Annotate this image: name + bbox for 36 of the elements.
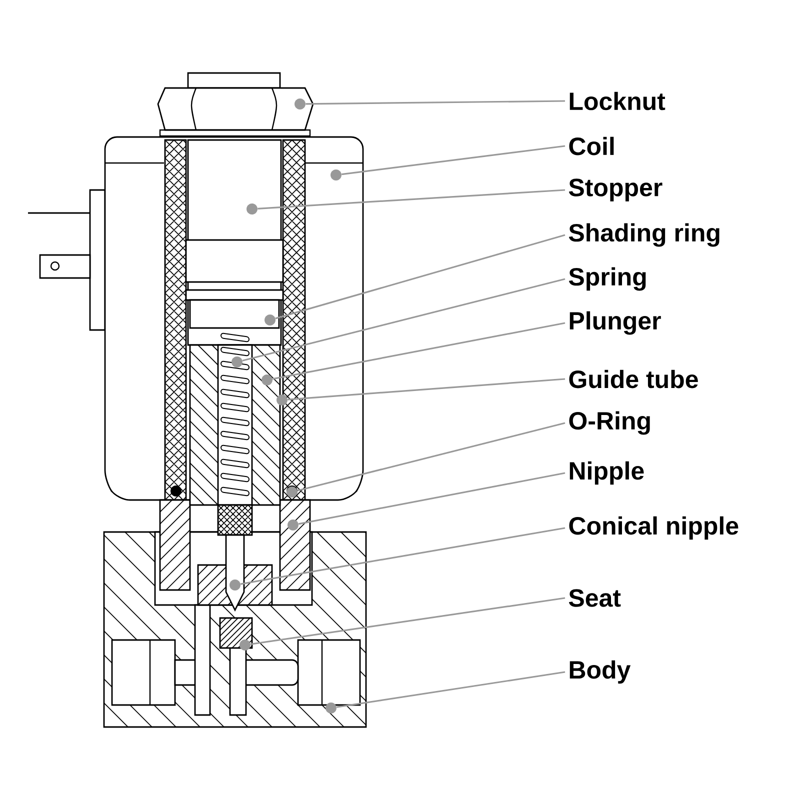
leader-line — [272, 322, 566, 380]
leader-line — [275, 234, 566, 320]
part-label: Spring — [568, 267, 646, 291]
leader-dot — [262, 374, 272, 386]
part-label: Plunger — [570, 311, 661, 335]
leader-dot — [230, 580, 240, 590]
leader-dot — [264, 314, 276, 326]
leader-dot — [288, 520, 298, 530]
leader-dot — [246, 204, 258, 214]
part-label: Conical nipple — [569, 516, 738, 540]
leader-dot — [276, 394, 288, 406]
leader-line — [306, 100, 566, 105]
leader-dot — [326, 702, 336, 714]
leader-line — [250, 597, 566, 645]
leader-line — [336, 671, 566, 708]
part-label: Body — [570, 660, 631, 684]
part-label: Locknut — [570, 92, 666, 110]
part-label: Shading ring — [568, 223, 720, 247]
part-label: Nipple — [570, 461, 644, 485]
leader-line — [288, 378, 566, 400]
leader-line — [240, 527, 566, 585]
leader-line — [297, 422, 566, 492]
leader-line — [342, 145, 566, 176]
leader-line — [298, 472, 566, 525]
part-label: O-Ring — [569, 411, 650, 435]
leader-dot — [232, 356, 242, 368]
part-label: Guide tube — [569, 370, 698, 388]
leader-dot — [240, 640, 250, 650]
part-label: Seat — [568, 589, 621, 607]
part-label: Stopper — [568, 178, 662, 202]
part-label: Coil — [569, 136, 614, 156]
leader-dot — [286, 486, 298, 498]
leader-dot — [330, 170, 342, 180]
leader-line — [242, 278, 566, 362]
leader-dot — [294, 98, 306, 110]
leader-line — [258, 189, 566, 210]
